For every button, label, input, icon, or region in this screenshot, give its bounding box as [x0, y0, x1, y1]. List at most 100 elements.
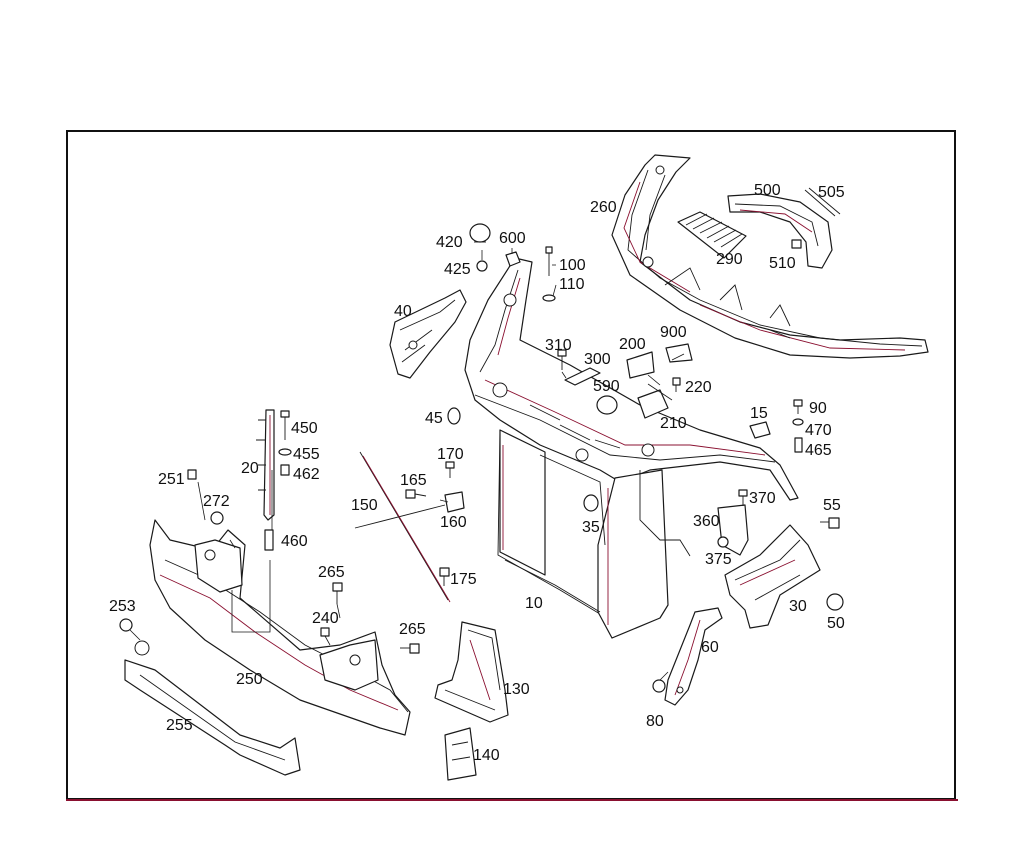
part-465-pin — [794, 437, 803, 453]
part-455-washer — [278, 448, 292, 456]
callout-265b: 265 — [399, 621, 426, 638]
callout-460: 460 — [281, 533, 308, 550]
part-100-bolt — [545, 246, 553, 276]
part-462-spacer — [280, 464, 290, 476]
part-900-label — [665, 343, 693, 363]
part-130-air-guide — [434, 621, 509, 723]
part-35-nut — [583, 494, 599, 512]
callout-50: 50 — [827, 615, 845, 632]
callout-20: 20 — [241, 460, 259, 477]
part-450-screw — [280, 410, 290, 440]
callout-290: 290 — [716, 251, 743, 268]
callout-255: 255 — [166, 717, 193, 734]
callout-265a: 265 — [318, 564, 345, 581]
callout-110: 110 — [559, 276, 585, 293]
part-200-latch — [626, 351, 655, 379]
callout-420: 420 — [436, 234, 463, 251]
callout-375: 375 — [705, 551, 732, 568]
part-15-clip — [749, 421, 771, 439]
callout-45: 45 — [425, 410, 443, 427]
part-460-pin — [264, 529, 274, 551]
callout-505: 505 — [818, 184, 845, 201]
part-220-bolt — [672, 377, 681, 392]
callout-90: 90 — [809, 400, 827, 417]
part-300-bracket — [564, 367, 601, 386]
callout-510: 510 — [769, 255, 796, 272]
part-260-upper-cross-member — [611, 154, 929, 359]
part-290-grille — [677, 211, 747, 259]
callout-250: 250 — [236, 671, 263, 688]
part-370-screw — [738, 489, 748, 506]
callout-200: 200 — [619, 336, 646, 353]
callout-470: 470 — [805, 422, 832, 439]
callout-165: 165 — [400, 472, 427, 489]
callout-600: 600 — [499, 230, 526, 247]
part-255-lower-crossbar — [124, 640, 301, 776]
callout-140: 140 — [473, 747, 500, 764]
callout-272: 272 — [203, 493, 230, 510]
part-375-nut — [717, 536, 729, 548]
callout-370: 370 — [749, 490, 776, 507]
part-500-air-duct — [727, 193, 833, 269]
callout-35: 35 — [582, 519, 600, 536]
part-420-cap — [469, 223, 491, 243]
callout-425: 425 — [444, 261, 471, 278]
callout-310: 310 — [545, 337, 572, 354]
callout-170: 170 — [437, 446, 464, 463]
part-240-screw — [320, 627, 330, 637]
callout-60: 60 — [701, 639, 719, 656]
part-50-nut — [826, 593, 844, 611]
callout-220: 220 — [685, 379, 712, 396]
part-265b-bolt — [400, 643, 420, 654]
callout-labels: 10 15 20 30 35 40 45 50 55 60 80 90 100 … — [109, 182, 845, 764]
part-470-washer — [792, 418, 804, 426]
callout-465: 465 — [805, 442, 832, 459]
callout-55: 55 — [823, 497, 841, 514]
callout-455: 455 — [293, 446, 320, 463]
part-590-plug — [596, 395, 618, 415]
part-40-left-bracket — [389, 289, 467, 379]
callout-300: 300 — [584, 351, 611, 368]
part-80-nut — [652, 679, 666, 693]
part-20-hood-rod — [256, 409, 275, 521]
callout-10: 10 — [525, 595, 543, 612]
part-160-holder — [444, 491, 465, 513]
callout-40: 40 — [394, 303, 412, 320]
leader-lines — [129, 248, 791, 681]
callout-260: 260 — [590, 199, 617, 216]
part-150-prop-rod — [354, 451, 451, 603]
callout-100: 100 — [559, 257, 586, 274]
callout-30: 30 — [789, 598, 807, 615]
callout-130: 130 — [503, 681, 530, 698]
part-165-screw — [405, 489, 427, 499]
callout-360: 360 — [693, 513, 720, 530]
part-110-washer — [542, 294, 556, 302]
part-90-bolt — [793, 399, 803, 414]
callout-80: 80 — [646, 713, 664, 730]
part-210-latch-lower — [637, 383, 673, 419]
part-55-bolt — [820, 517, 840, 529]
part-600-clip — [505, 251, 521, 267]
part-30-right-bracket — [724, 524, 821, 629]
callout-251: 251 — [158, 471, 185, 488]
callout-900: 900 — [660, 324, 687, 341]
callout-450: 450 — [291, 420, 318, 437]
callout-175: 175 — [450, 571, 477, 588]
part-265a-bolt — [332, 582, 343, 604]
part-251-screw — [187, 469, 197, 480]
callout-15: 15 — [750, 405, 768, 422]
callout-160: 160 — [440, 514, 467, 531]
callout-590: 590 — [593, 378, 620, 395]
diagram-frame-bottom-line — [66, 799, 958, 801]
part-250-bumper-beam — [149, 519, 411, 736]
part-140-bracket — [444, 727, 477, 781]
callout-240: 240 — [312, 610, 339, 627]
part-425-nut — [476, 260, 488, 272]
part-175-screw — [439, 567, 450, 586]
part-60-support — [664, 607, 723, 706]
part-45-grommet — [447, 407, 461, 425]
part-10-front-module-carrier — [464, 257, 799, 639]
part-310-screw — [557, 349, 567, 370]
part-272-nut — [210, 511, 224, 525]
